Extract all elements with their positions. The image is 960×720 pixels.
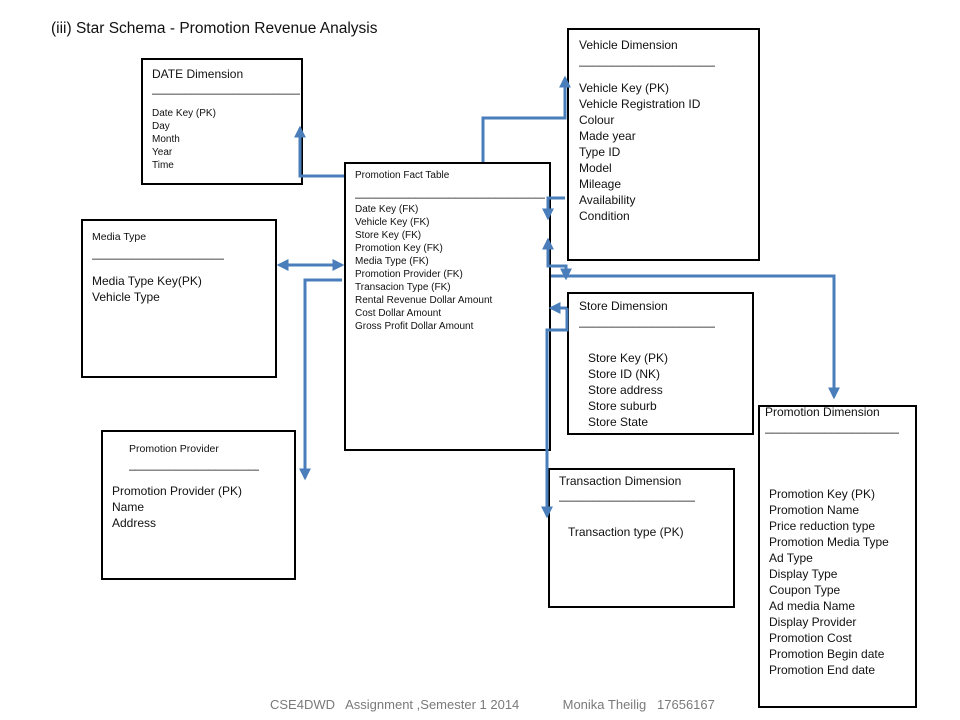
arrow-fact-vehicle <box>481 75 571 162</box>
attribute: Vehicle Registration ID <box>579 97 701 111</box>
attribute: Rental Revenue Dollar Amount <box>355 295 493 306</box>
attribute: Transacion Type (FK) <box>355 282 451 293</box>
attribute: Store address <box>588 383 663 397</box>
attribute: Day <box>152 121 170 132</box>
attribute: Name <box>112 500 145 514</box>
attribute: Address <box>112 516 157 530</box>
attribute: Promotion Key (FK) <box>355 243 443 254</box>
attribute: Price reduction type <box>769 519 876 533</box>
attribute: Promotion End date <box>769 663 876 677</box>
media-type-separator: ________________________________ <box>92 246 224 260</box>
attribute: Condition <box>579 209 630 223</box>
fact-table-attributes: Date Key (FK) Vehicle Key (FK) Store Key… <box>355 203 492 333</box>
attribute: Model <box>579 161 612 175</box>
attribute: Ad Type <box>769 551 813 565</box>
vehicle-dimension-attributes: Vehicle Key (PK) Vehicle Registration ID… <box>579 80 700 224</box>
promotion-dimension-separator: ________________________________ <box>765 420 899 434</box>
promotion-dimension-header: Promotion Dimension <box>765 405 880 419</box>
attribute: Ad media Name <box>769 599 856 613</box>
attribute: Date Key (FK) <box>355 204 419 215</box>
attribute: Display Provider <box>769 615 857 629</box>
attribute: Colour <box>579 113 615 127</box>
fact-table-header: Promotion Fact Table <box>355 170 450 181</box>
arrow-fact-date <box>294 125 344 178</box>
attribute: Promotion Provider (FK) <box>355 269 463 280</box>
attribute: Cost Dollar Amount <box>355 308 442 319</box>
attribute: Vehicle Key (FK) <box>355 217 430 228</box>
vehicle-dimension-header: Vehicle Dimension <box>579 38 678 52</box>
attribute: Display Type <box>769 567 838 581</box>
attribute: Promotion Provider (PK) <box>112 484 243 498</box>
attribute: Promotion Name <box>769 503 860 517</box>
promotion-provider-box: Promotion Provider _____________________… <box>101 430 296 580</box>
vehicle-dimension-box: Vehicle Dimension ______________________… <box>567 28 760 261</box>
arrow-fact-provider <box>299 278 342 481</box>
date-dimension-header: DATE Dimension <box>152 67 244 81</box>
promotion-fact-table-box: Promotion Fact Table ___________________… <box>344 162 551 451</box>
attribute: Transaction type (PK) <box>568 525 684 539</box>
attribute: Store ID (NK) <box>588 367 661 381</box>
attribute: Month <box>152 134 180 145</box>
transaction-dimension-separator: ________________________________ <box>559 488 695 502</box>
store-dimension-header: Store Dimension <box>579 299 668 313</box>
store-dimension-attributes: Store Key (PK) Store ID (NK) Store addre… <box>588 350 668 430</box>
attribute: Promotion Begin date <box>769 647 885 661</box>
promotion-provider-header: Promotion Provider <box>129 443 219 455</box>
attribute: Made year <box>579 129 636 143</box>
media-type-box: Media Type _____________________________… <box>81 219 277 378</box>
promotion-dimension-attributes: Promotion Key (PK) Promotion Name Price … <box>769 486 889 678</box>
page-title: (iii) Star Schema - Promotion Revenue An… <box>51 20 378 37</box>
attribute: Media Type Key(PK) <box>92 274 202 288</box>
footer: CSE4DWD Assignment ,Semester 1 2014 Moni… <box>270 697 715 712</box>
attribute: Store suburb <box>588 399 657 413</box>
attribute: Store Key (PK) <box>588 351 669 365</box>
store-dimension-box: Store Dimension ________________________… <box>567 292 754 435</box>
attribute: Promotion Cost <box>769 631 852 645</box>
date-dimension-box: DATE Dimension _________________________… <box>141 58 303 185</box>
date-dimension-separator: ________________________________ <box>152 81 300 95</box>
attribute: Vehicle Key (PK) <box>579 81 670 95</box>
transaction-dimension-attributes: Transaction type (PK) <box>568 524 684 540</box>
attribute: Year <box>152 147 173 158</box>
promotion-provider-separator: ________________________________ <box>129 457 259 471</box>
date-dimension-attributes: Date Key (PK) Day Month Year Time <box>152 107 216 172</box>
promotion-dimension-box: Promotion Dimension ____________________… <box>758 405 917 708</box>
attribute: Type ID <box>579 145 621 159</box>
transaction-dimension-header: Transaction Dimension <box>559 474 682 488</box>
attribute: Media Type (FK) <box>355 256 429 267</box>
attribute: Availability <box>579 193 636 207</box>
transaction-dimension-box: Transaction Dimension __________________… <box>548 468 735 608</box>
promotion-provider-attributes: Promotion Provider (PK) Name Address <box>112 483 242 531</box>
attribute: Store State <box>588 415 649 429</box>
attribute: Gross Profit Dollar Amount <box>355 321 474 332</box>
store-dimension-separator: ________________________________ <box>579 314 715 328</box>
attribute: Promotion Media Type <box>769 535 889 549</box>
attribute: Vehicle Type <box>92 290 160 304</box>
media-type-attributes: Media Type Key(PK) Vehicle Type <box>92 273 202 305</box>
attribute: Coupon Type <box>769 583 841 597</box>
attribute: Mileage <box>579 177 622 191</box>
media-type-header: Media Type <box>92 231 147 243</box>
attribute: Date Key (PK) <box>152 108 216 119</box>
attribute: Store Key (FK) <box>355 230 422 241</box>
vehicle-dimension-separator: ________________________________ <box>579 53 715 67</box>
attribute: Promotion Key (PK) <box>769 487 876 501</box>
attribute: Time <box>152 160 174 171</box>
fact-table-separator: ________________________________ <box>355 185 545 199</box>
